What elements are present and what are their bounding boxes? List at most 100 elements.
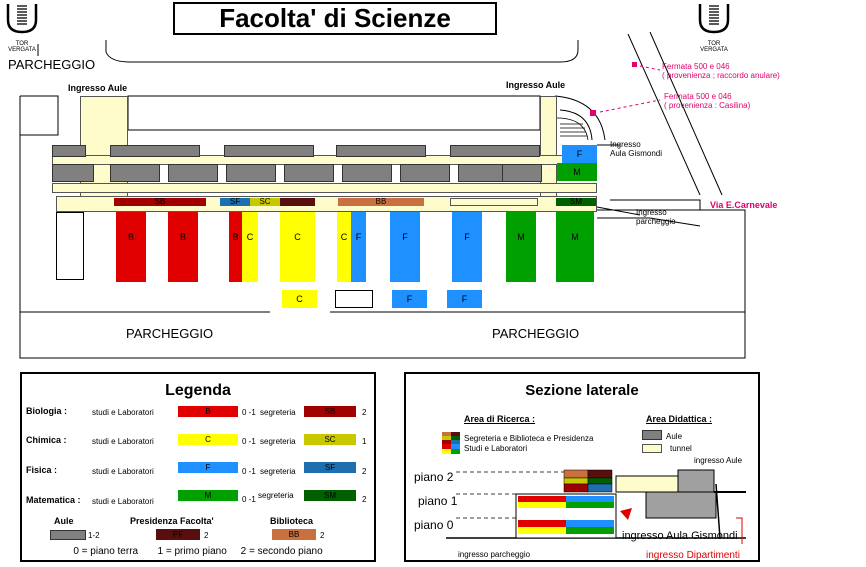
legend-dept-chimica: Chimica : (26, 435, 67, 445)
parcheggio-right-label: PARCHEGGIO (492, 326, 580, 341)
ingresso-gismondi-label: Ingresso Aula Gismondi (610, 140, 662, 158)
section-title: Sezione laterale (525, 382, 639, 399)
section-ingresso-dipartimenti: ingresso Dipartimenti (646, 550, 740, 561)
presidenza-strip (280, 198, 315, 206)
legend-title: Legenda (165, 382, 231, 399)
ingresso-aule-right-label: Ingresso Aule (506, 80, 566, 90)
segreteria-chimica: SC (250, 198, 280, 206)
legend-dept-fisica: Fisica : (26, 465, 58, 475)
legend-swatch-biblioteca: BB (272, 529, 316, 540)
aula-block (110, 145, 200, 157)
empty-block (56, 212, 84, 280)
legend-seg-floor: 2 (362, 408, 367, 417)
legend-floors: 0 -1 (242, 467, 256, 476)
ricerca-item-segreteria: Segreteria e Biblioteca e Presidenza (464, 434, 594, 443)
block-fisica-lower: F (447, 290, 482, 308)
didattica-aule-label: Aule (666, 432, 683, 441)
ricerca-swatch-studi (442, 444, 460, 454)
block-matematica: M (556, 212, 594, 282)
page-title: Facolta' di Scienze (173, 2, 497, 35)
ingresso-gismondi-line1: Ingresso (610, 140, 641, 149)
ingresso-gismondi-line2: Aula Gismondi (610, 149, 663, 158)
legend-swatch-presidenza: PF (156, 529, 200, 540)
legend-seg-floor: 2 (362, 495, 367, 504)
didattica-swatch-aule (642, 430, 662, 440)
biblioteca-strip: BB (338, 198, 424, 206)
legend-swatch-segreteria-chimica: SC (304, 434, 356, 445)
aula-block (168, 164, 218, 182)
legend-biblioteca-floor: 2 (320, 531, 325, 540)
legend-floors: 0 -1 (242, 408, 256, 417)
block-chimica-lower: C (282, 290, 317, 308)
legend-swatch-segreteria-fisica: SF (304, 462, 356, 473)
section-panel: Sezione laterale Area di Ricerca : Area … (404, 372, 760, 562)
cross-section-diagram (446, 469, 746, 544)
block-matematica: M (557, 163, 597, 181)
legend-dept-biologia: Biologia : (26, 406, 67, 416)
legend-aule-title: Aule (54, 516, 74, 526)
ricerca-item-studi: Studi e Laboratori (464, 444, 528, 453)
aula-block (110, 164, 160, 182)
block-chimica: C (280, 212, 315, 282)
legend-seg: segreteria (258, 491, 294, 500)
area-ricerca-label: Area di Ricerca : (464, 414, 536, 424)
legend-panel: Legenda Biologia : studi e Laboratori B … (20, 372, 376, 562)
legend-floors: 0 -1 (242, 437, 256, 446)
corridor-aule-lower (52, 183, 597, 193)
section-ingresso-aule: ingresso Aule (694, 456, 743, 465)
block-fisica: F (562, 145, 597, 163)
legend-desc: studi e Laboratori (92, 497, 154, 506)
tor-vergata-logo-icon (698, 4, 730, 34)
block-biologia: B (229, 212, 242, 282)
logo-text: TOR VERGATA (8, 41, 36, 53)
parcheggio-top-label: PARCHEGGIO (8, 57, 96, 72)
bus-stop-anulare-line2: ( provenienza ; raccordo anulare) (662, 71, 780, 80)
ingresso-aule-left-label: Ingresso Aule (68, 83, 128, 93)
legend-presidenza-floor: 2 (204, 531, 209, 540)
didattica-tunnel-label: tunnel (670, 444, 692, 453)
ingresso-parcheggio-line1: Ingresso (636, 208, 667, 217)
block-biologia: B (116, 212, 146, 282)
legend-floor-key: 0 = piano terra 1 = primo piano 2 = seco… (73, 546, 323, 557)
university-logo-left: TOR VERGATA (4, 2, 40, 53)
legend-swatch-segreteria-matematica: SM (304, 490, 356, 501)
piano-1-label: piano 1 (418, 494, 458, 508)
aula-block (52, 164, 94, 182)
legend-seg-floor: 2 (362, 467, 367, 476)
block-matematica: M (506, 212, 536, 282)
legend-dept-matematica: Matematica : (26, 495, 81, 505)
bus-stop-casilina-line2: ( provenienza : Casilina) (664, 101, 751, 110)
legend-swatch-biologia: B (178, 406, 238, 417)
ingresso-parcheggio-line2: parcheggio (636, 217, 676, 226)
aula-block (224, 145, 314, 157)
empty-lower-block (335, 290, 373, 308)
legend-swatch-matematica: M (178, 490, 238, 501)
bus-stop-casilina: Fermata 500 e 046 ( provenienza : Casili… (664, 92, 750, 110)
block-fisica-lower: F (392, 290, 427, 308)
bus-stop-anulare-line1: Fermata 500 e 046 (662, 62, 730, 71)
block-fisica: F (390, 212, 420, 282)
aula-block (226, 164, 276, 182)
university-logo-right: TOR VERGATA (696, 2, 732, 53)
legend-floors: 0 -1 (242, 495, 256, 504)
section-ingresso-gismondi: ingresso Aula Gismondi (622, 530, 738, 542)
legend-desc: studi e Laboratori (92, 467, 154, 476)
legend-seg: segreteria (260, 437, 296, 446)
legend-seg-floor: 1 (362, 437, 367, 446)
tor-vergata-logo-icon (6, 4, 38, 34)
legend-swatch-segreteria-biologia: SB (304, 406, 356, 417)
ingresso-parcheggio-label: Ingresso parcheggio (636, 208, 676, 226)
via-carnevale-label: Via E.Carnevale (710, 200, 778, 210)
aula-block (450, 145, 540, 157)
legend-desc: studi e Laboratori (92, 437, 154, 446)
didattica-swatch-tunnel (642, 444, 662, 453)
block-chimica: C (242, 212, 258, 282)
campus-map-outline (19, 31, 746, 359)
aula-block (458, 164, 508, 182)
area-didattica-label: Area Didattica : (646, 414, 713, 424)
bus-stop-anulare: Fermata 500 e 046 ( provenienza ; raccor… (662, 62, 780, 80)
aula-block (284, 164, 334, 182)
legend-desc: studi e Laboratori (92, 408, 154, 417)
aula-block (342, 164, 392, 182)
block-biologia: B (168, 212, 198, 282)
